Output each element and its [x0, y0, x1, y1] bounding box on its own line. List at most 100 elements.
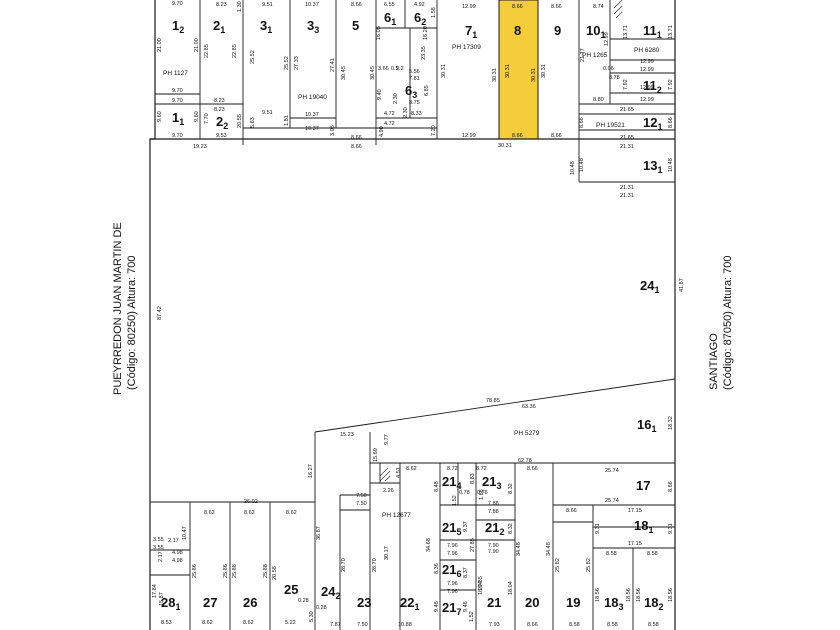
lot-19[interactable]: 19	[566, 595, 580, 610]
lot-13-1[interactable]: 131	[643, 158, 662, 175]
lot-6-3[interactable]: 63	[405, 83, 417, 100]
lot-6-1[interactable]: 61	[384, 10, 396, 27]
lot-21-6[interactable]: 216	[442, 562, 461, 579]
lot-28-1[interactable]: 281	[161, 595, 180, 612]
svg-text:7.92: 7.92	[668, 79, 674, 90]
lot-18-2[interactable]: 182	[644, 595, 663, 612]
svg-text:9.77: 9.77	[384, 434, 390, 445]
lot-2-1[interactable]: 21	[213, 18, 225, 35]
svg-text:9.46: 9.46	[434, 601, 440, 612]
svg-text:16.20: 16.20	[423, 26, 429, 40]
street-left-code: (Código: 80250) Altura: 700	[126, 255, 138, 390]
svg-text:8.62: 8.62	[243, 620, 254, 626]
svg-text:8.62: 8.62	[406, 466, 417, 472]
svg-text:10.37: 10.37	[305, 112, 319, 118]
svg-text:30.17: 30.17	[384, 546, 390, 560]
svg-text:12.99: 12.99	[462, 4, 476, 10]
lot-25[interactable]: 25	[284, 582, 298, 597]
svg-text:25.86: 25.86	[192, 564, 198, 578]
svg-text:28.70: 28.70	[341, 558, 347, 572]
lot-27[interactable]: 27	[203, 595, 217, 610]
lot-23[interactable]: 23	[357, 595, 371, 610]
lot-1-2[interactable]: 12	[172, 18, 184, 35]
svg-text:30.31: 30.31	[498, 143, 512, 149]
svg-text:13.71: 13.71	[623, 25, 629, 39]
svg-text:21.77: 21.77	[580, 48, 586, 62]
ph-1265: PH 1265	[582, 52, 608, 59]
lot-3-1[interactable]: 31	[260, 18, 272, 35]
lot-1-1[interactable]: 11	[172, 110, 184, 127]
ph-6280: PH 6280	[634, 47, 660, 54]
lot-26[interactable]: 26	[243, 595, 257, 610]
lot-20[interactable]: 20	[525, 595, 539, 610]
svg-text:10.88: 10.88	[398, 622, 412, 628]
svg-text:19.23: 19.23	[193, 144, 207, 150]
lot-6-2[interactable]: 62	[414, 10, 426, 27]
svg-text:17.15: 17.15	[628, 541, 642, 547]
svg-text:4.72: 4.72	[384, 121, 395, 127]
svg-text:7.81: 7.81	[409, 76, 420, 82]
street-left-name: PUEYRREDON JUAN MARTIN DE	[112, 222, 124, 395]
svg-text:3.55: 3.55	[153, 537, 164, 543]
lot-11-2[interactable]: 112	[643, 78, 662, 95]
street-right-code: (Código: 87050) Altura: 700	[722, 255, 734, 390]
dimension-labels: 9.70 8.23 9.51 10.37 8.66 12.99 8.66 8.6…	[152, 1, 685, 628]
lot-8[interactable]: 8	[514, 23, 521, 38]
svg-text:30.31: 30.31	[492, 68, 498, 82]
lot-16-1[interactable]: 161	[637, 417, 656, 434]
lot-18-1[interactable]: 181	[634, 518, 653, 535]
svg-text:8.32: 8.32	[508, 523, 514, 534]
lot-10-1[interactable]: 101	[586, 23, 605, 40]
svg-text:21.65: 21.65	[620, 135, 634, 141]
lot-21-7[interactable]: 217	[442, 600, 461, 617]
svg-text:8.62: 8.62	[202, 620, 213, 626]
svg-text:25.52: 25.52	[250, 50, 256, 64]
svg-text:7.90: 7.90	[488, 549, 499, 555]
svg-text:4.98: 4.98	[172, 550, 183, 556]
lot-3-3[interactable]: 33	[307, 18, 319, 35]
svg-text:5.56: 5.56	[409, 69, 420, 75]
svg-text:7.20: 7.20	[431, 125, 437, 136]
svg-text:3.05: 3.05	[330, 125, 336, 136]
svg-text:8.66: 8.66	[551, 133, 562, 139]
svg-text:4.90: 4.90	[379, 126, 385, 137]
svg-text:5.22: 5.22	[285, 620, 296, 626]
lot-21-3[interactable]: 213	[482, 474, 501, 491]
lot-21-2[interactable]: 212	[485, 520, 504, 537]
svg-text:9.60: 9.60	[157, 111, 163, 122]
svg-text:8.37: 8.37	[463, 567, 469, 578]
svg-text:25.88: 25.88	[232, 564, 238, 578]
lot-11-1[interactable]: 111	[643, 23, 662, 40]
svg-text:28.70: 28.70	[372, 558, 378, 572]
lot-12-1[interactable]: 121	[643, 115, 662, 132]
lot-17[interactable]: 17	[636, 478, 650, 493]
svg-text:30.45: 30.45	[341, 66, 347, 80]
lot-24-2[interactable]: 242	[321, 584, 340, 601]
svg-text:2.2: 2.2	[396, 66, 404, 72]
svg-text:15.60: 15.60	[373, 448, 379, 462]
parcel-8-highlight[interactable]	[498, 0, 539, 140]
svg-text:1.52: 1.52	[469, 611, 475, 622]
lot-18-3[interactable]: 183	[604, 595, 623, 612]
svg-text:16.27: 16.27	[308, 464, 314, 478]
svg-text:7.93: 7.93	[489, 622, 500, 628]
svg-text:7.96: 7.96	[447, 589, 458, 595]
lot-24-1[interactable]: 241	[640, 278, 659, 295]
svg-text:8.66: 8.66	[566, 508, 577, 514]
lot-5[interactable]: 5	[352, 18, 359, 33]
svg-text:9.70: 9.70	[172, 1, 183, 7]
svg-text:25.88: 25.88	[263, 564, 269, 578]
svg-text:8.66: 8.66	[551, 4, 562, 10]
lot-21-4[interactable]: 214	[442, 474, 461, 491]
lot-21-5[interactable]: 215	[442, 520, 461, 537]
lot-9[interactable]: 9	[554, 23, 561, 38]
svg-text:0.28: 0.28	[316, 605, 327, 611]
lot-2-2[interactable]: 22	[216, 114, 228, 131]
svg-text:8.62: 8.62	[286, 510, 297, 516]
lot-21[interactable]: 21	[487, 595, 501, 610]
svg-text:5.30: 5.30	[309, 611, 315, 622]
svg-text:12.99: 12.99	[604, 32, 610, 46]
lot-7-1[interactable]: 71	[465, 23, 477, 40]
svg-text:10.48: 10.48	[668, 158, 674, 172]
lot-22-1[interactable]: 221	[400, 595, 419, 612]
